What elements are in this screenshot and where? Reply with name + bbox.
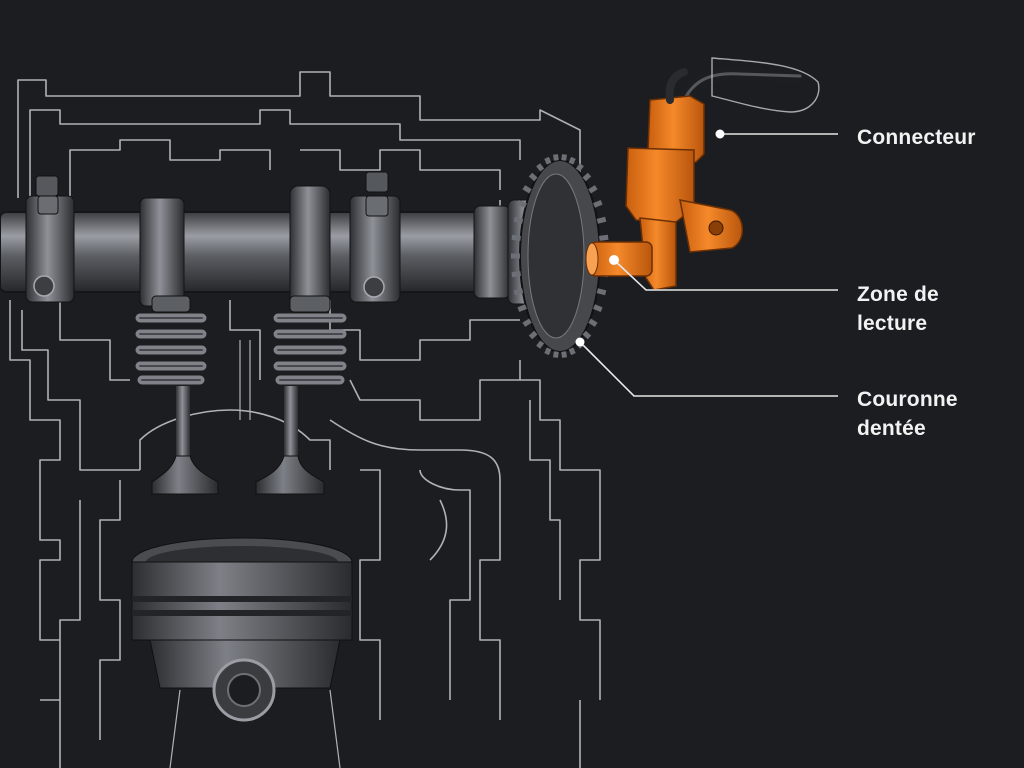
ring-tooth <box>561 351 567 358</box>
ring-tooth <box>544 156 552 165</box>
camshaft <box>0 185 545 307</box>
ring-tooth <box>568 347 576 356</box>
camshaft-position-sensor <box>585 68 743 291</box>
ring-tooth <box>517 304 527 313</box>
piston <box>131 537 353 722</box>
label-connector: Connecteur <box>857 126 976 149</box>
ring-tooth <box>582 330 592 340</box>
callout-dot-toothed-ring <box>575 337 585 347</box>
ring-tooth <box>511 234 521 241</box>
callout-dots <box>575 129 725 347</box>
ring-tooth <box>553 351 559 358</box>
ring-tooth <box>553 154 559 161</box>
callout-dot-reading-zone <box>609 255 619 265</box>
ring-tooth <box>561 154 567 161</box>
ring-tooth <box>596 216 607 224</box>
bearing-cap-left <box>25 175 75 303</box>
ring-tooth <box>522 318 532 327</box>
callout-line-toothed-ring <box>579 341 838 397</box>
engine-block-outline <box>9 71 601 768</box>
ring-tooth <box>522 185 532 194</box>
valve-left <box>135 295 219 495</box>
label-reading-zone: Zone de lecture <box>857 283 939 335</box>
ring-tooth <box>528 172 538 182</box>
ring-tooth <box>513 216 524 224</box>
callout-dot-connector <box>715 129 725 139</box>
ring-tooth <box>544 347 552 356</box>
ring-tooth <box>513 288 524 296</box>
ring-tooth <box>528 330 538 340</box>
callout-lines <box>579 133 838 397</box>
callout-line-reading-zone <box>613 259 838 291</box>
bearing-cap-right <box>349 171 401 303</box>
valve-right <box>255 295 347 495</box>
ring-tooth <box>593 304 603 313</box>
ring-tooth <box>588 318 598 327</box>
ring-tooth <box>596 288 607 296</box>
ring-tooth <box>511 271 521 278</box>
ring-tooth <box>568 156 576 165</box>
label-toothed-ring: Couronne dentée <box>857 388 958 440</box>
ring-tooth <box>593 199 603 208</box>
ring-tooth <box>517 199 527 208</box>
ring-tooth <box>536 163 545 172</box>
toothed-ring <box>511 154 609 358</box>
ring-tooth <box>588 185 598 194</box>
ring-tooth <box>536 340 545 349</box>
ring-tooth <box>575 163 584 172</box>
ring-tooth <box>582 172 592 182</box>
ring-tooth <box>599 234 609 241</box>
